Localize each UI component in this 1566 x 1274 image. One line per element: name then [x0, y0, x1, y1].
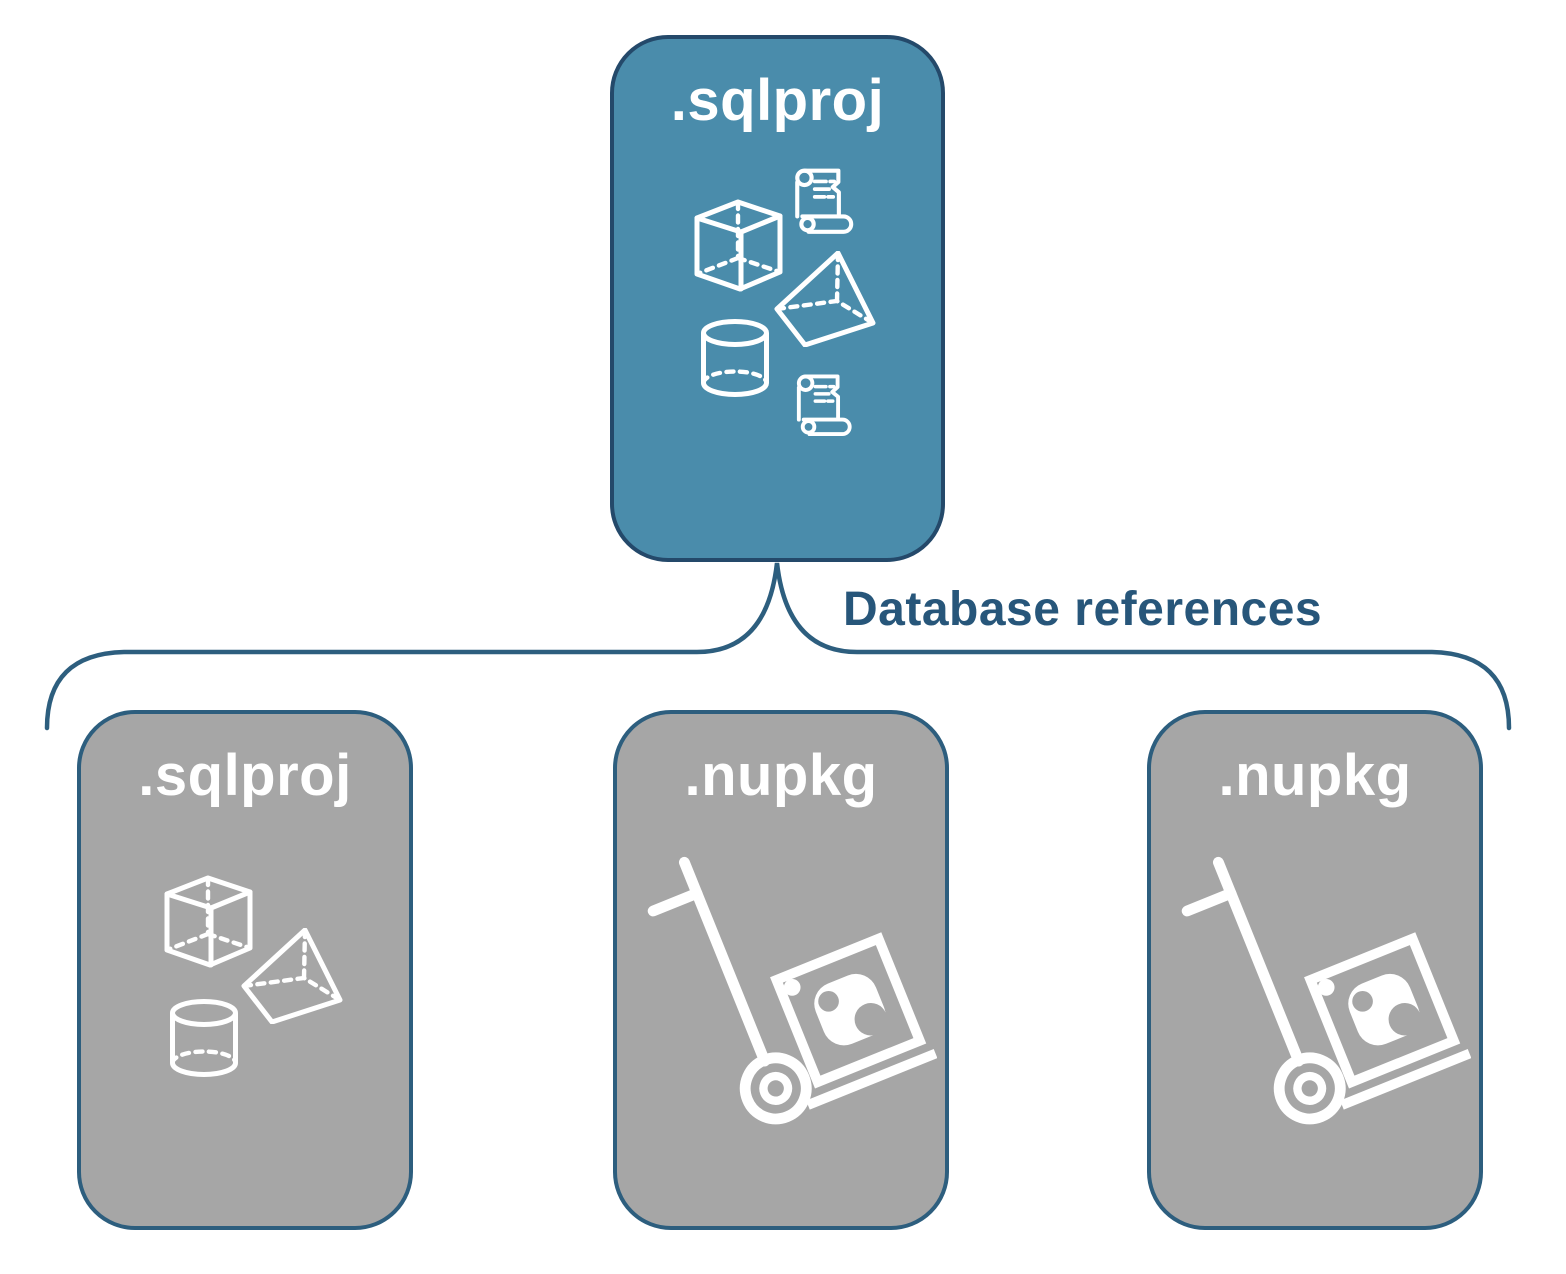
child-node-label: .nupkg: [684, 743, 878, 808]
scroll-icon: [792, 165, 858, 239]
child-node-label: .sqlproj: [138, 743, 352, 808]
scroll-icon: [794, 371, 856, 441]
root-node-sqlproj: .sqlproj: [610, 35, 945, 562]
hand-truck-package-icon: [1176, 852, 1471, 1138]
pyramid-icon: [774, 251, 876, 347]
pyramid-icon: [241, 928, 343, 1024]
cylinder-icon: [169, 999, 239, 1079]
cylinder-icon: [700, 319, 770, 399]
hand-truck-package-icon: [642, 852, 937, 1138]
root-node-label: .sqlproj: [670, 68, 885, 133]
child-node-nupkg: .nupkg: [1147, 710, 1483, 1230]
child-node-nupkg: .nupkg: [613, 710, 949, 1230]
child-node-sqlproj: .sqlproj: [77, 710, 413, 1230]
cube-icon: [692, 199, 784, 293]
child-node-label: .nupkg: [1218, 743, 1412, 808]
connector-label: Database references: [843, 583, 1323, 636]
